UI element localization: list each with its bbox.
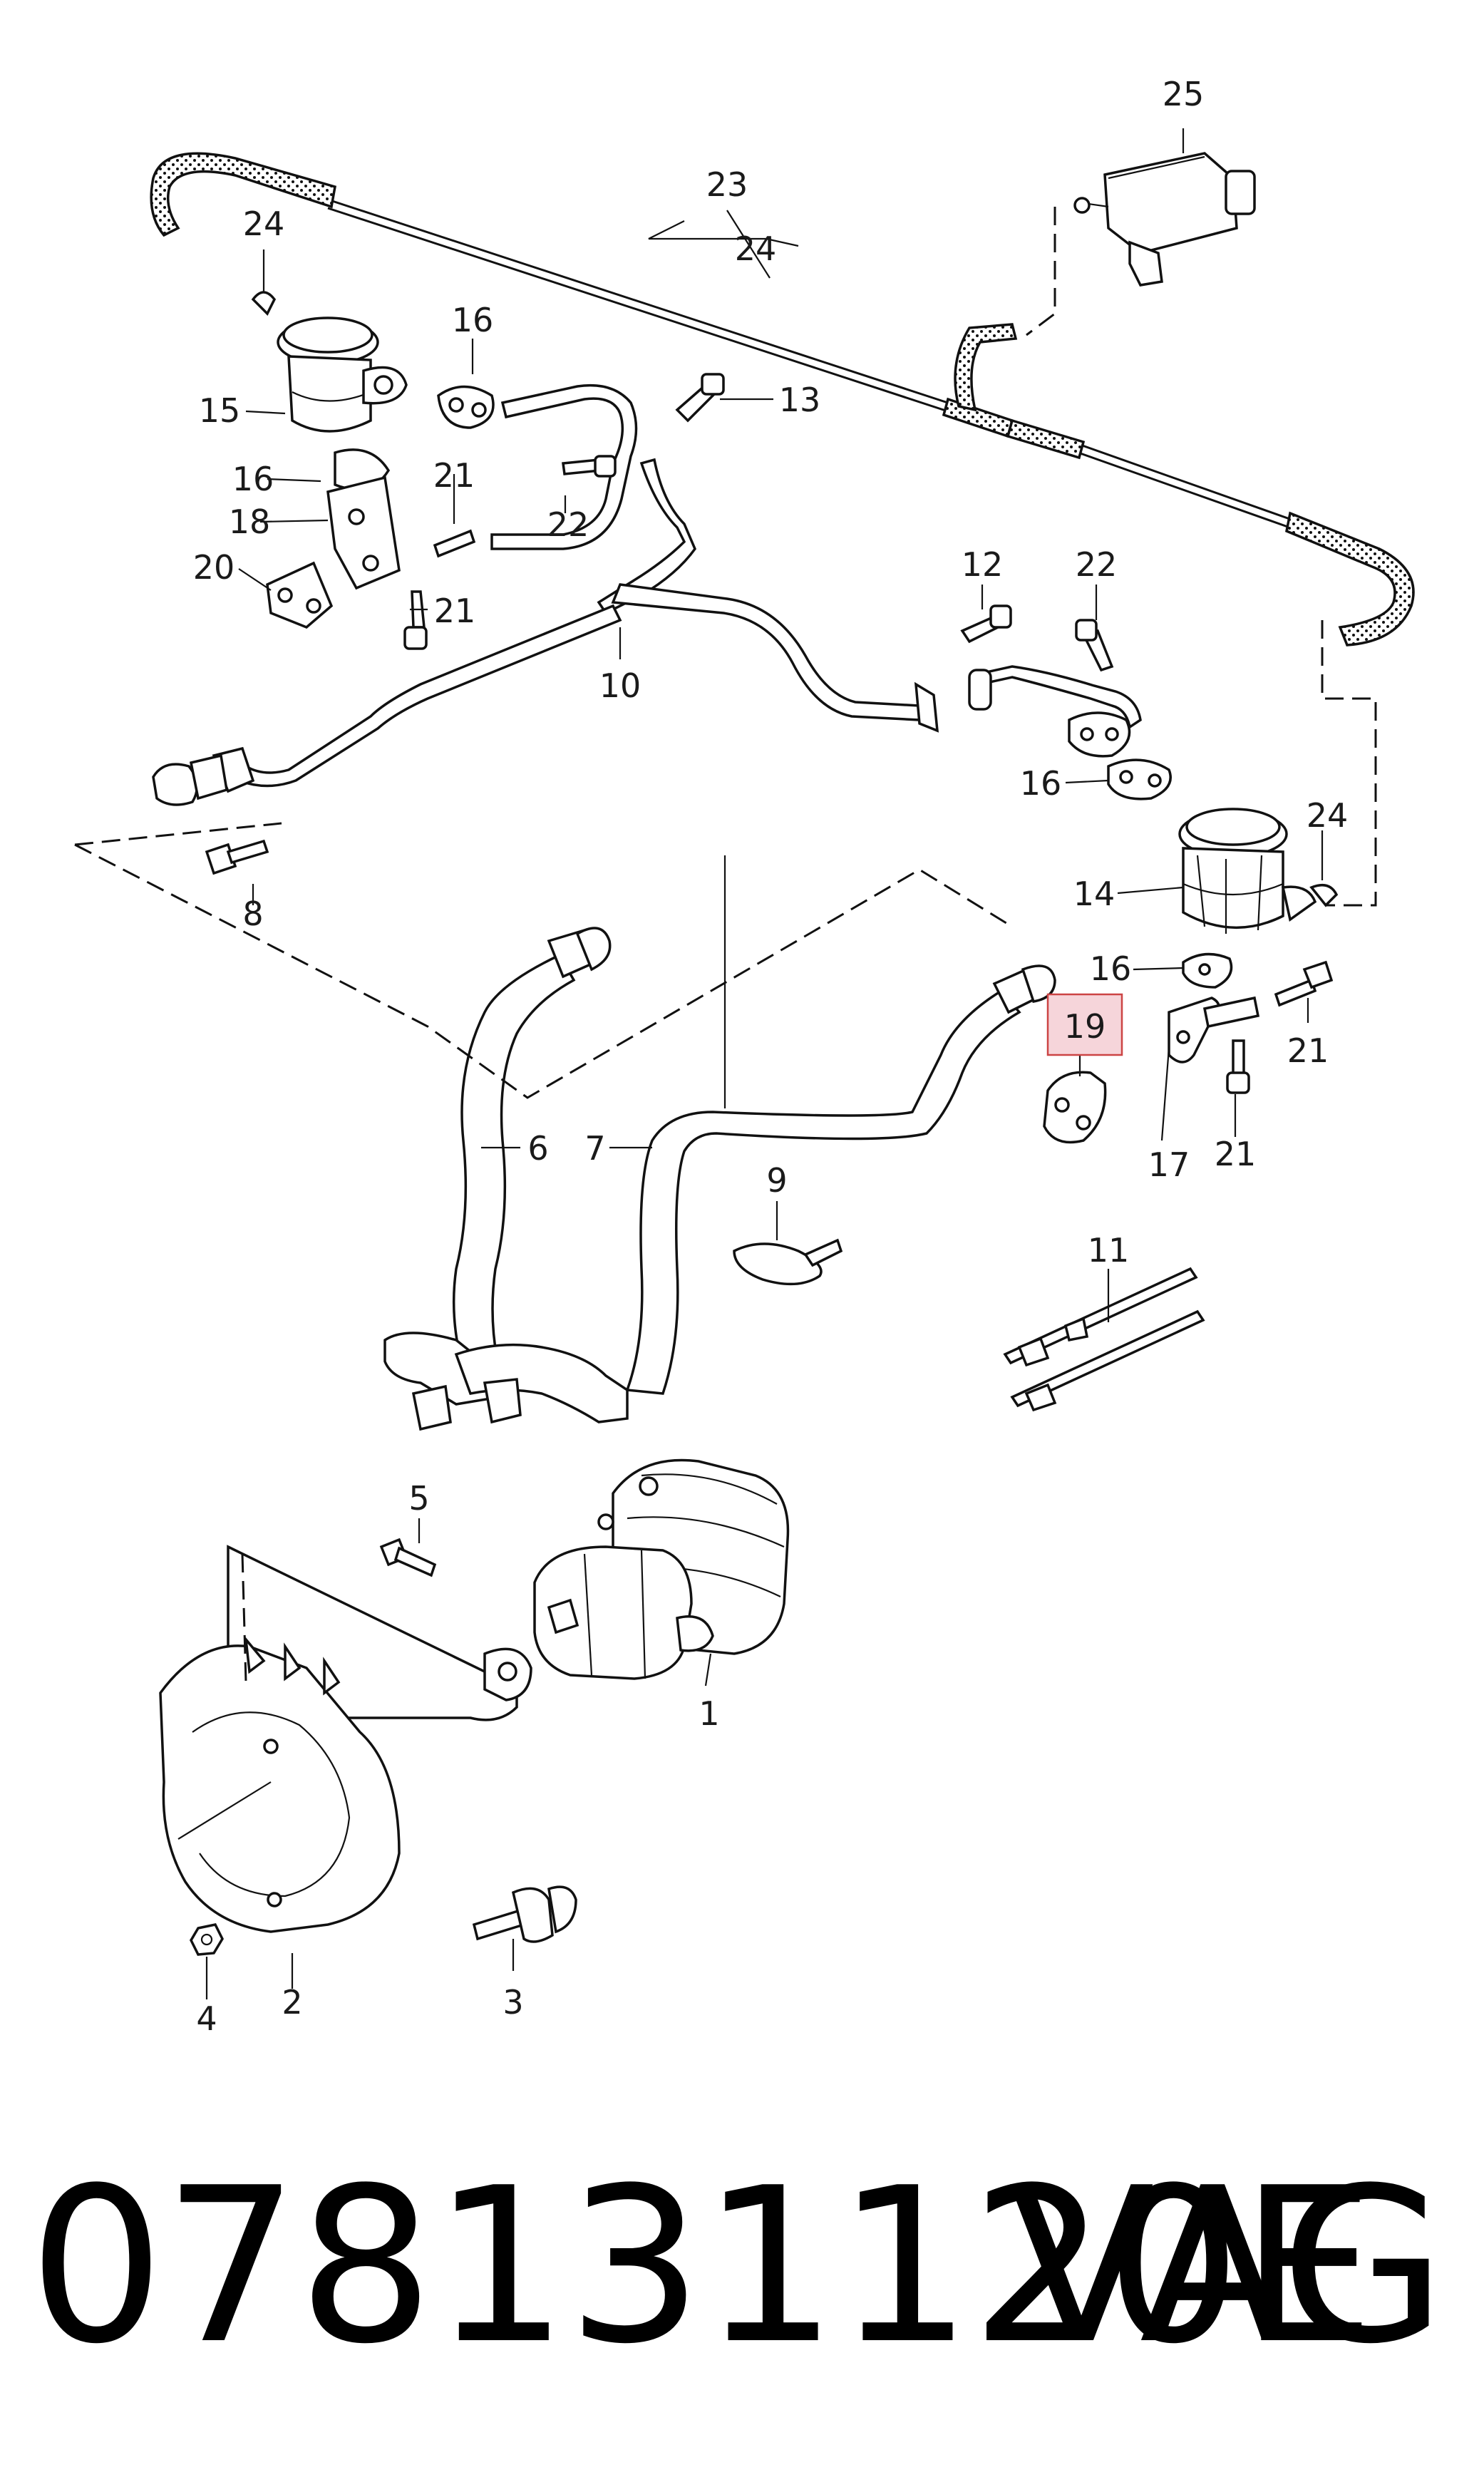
leader-lines <box>177 128 1324 1999</box>
solenoid-valve-25 <box>1026 152 1256 336</box>
callout-20: 20 <box>193 548 235 587</box>
callout-6: 6 <box>527 1129 548 1168</box>
callout-16-top: 16 <box>452 301 494 339</box>
callout-19: 19 <box>1064 1007 1106 1046</box>
callout-21-left-top: 21 <box>433 456 475 495</box>
hoses-6-7 <box>383 927 1056 1431</box>
callout-24-left: 24 <box>243 205 285 243</box>
callout-23: 23 <box>706 165 748 204</box>
callout-21-right-bottom: 21 <box>1215 1135 1257 1173</box>
callout-7: 7 <box>584 1129 605 1168</box>
callout-4: 4 <box>196 1999 217 2038</box>
callout-16-right-top: 16 <box>1020 764 1062 803</box>
callout-17: 17 <box>1148 1145 1190 1184</box>
callout-11: 11 <box>1088 1231 1130 1270</box>
callout-21-right-top: 21 <box>1287 1031 1329 1070</box>
callout-2: 2 <box>282 1983 302 2022</box>
callout-12: 12 <box>962 545 1004 584</box>
callout-15: 15 <box>199 391 241 430</box>
callout-18: 18 <box>229 503 271 541</box>
callout-1: 1 <box>699 1694 719 1733</box>
combination-valve-left <box>251 291 476 650</box>
dashed-leader-right <box>1321 620 1377 907</box>
callout-5: 5 <box>408 1479 429 1518</box>
callout-24-right: 24 <box>1307 796 1349 835</box>
small-parts <box>190 373 1205 1956</box>
callout-16-left: 16 <box>232 460 274 498</box>
gasket-16-top <box>437 385 495 429</box>
brand-name: VAG <box>1008 2142 1446 2391</box>
footer: 078131120E VAG <box>0 2138 1484 2424</box>
callout-16-right-bottom: 16 <box>1090 949 1132 988</box>
callout-21-left-bottom: 21 <box>434 592 476 630</box>
callout-labels: 25 23 24 24 16 15 13 16 21 18 22 20 12 2… <box>193 75 1349 2038</box>
callout-14: 14 <box>1073 875 1115 913</box>
callout-8: 8 <box>242 895 263 933</box>
callout-25: 25 <box>1163 75 1205 113</box>
callout-13: 13 <box>779 381 821 419</box>
callout-24-top: 24 <box>735 230 777 268</box>
vacuum-line-23 <box>150 152 1415 647</box>
callout-9: 9 <box>766 1161 787 1200</box>
part-number: 078131120E <box>29 2142 1375 2391</box>
secondary-air-pump-1 <box>533 1458 790 1680</box>
callout-22-right: 22 <box>1076 545 1118 584</box>
dashed-boundary <box>74 822 1013 1099</box>
parts-diagram: 25 23 24 24 16 15 13 16 21 18 22 20 12 2… <box>74 75 1415 2038</box>
callout-19-highlight <box>1046 993 1123 1056</box>
combination-valve-right <box>1043 619 1339 1144</box>
callout-3: 3 <box>503 1983 523 2022</box>
pipe-10 <box>152 383 1142 806</box>
bracket-2 <box>159 1545 532 1933</box>
callout-22-left: 22 <box>547 505 589 544</box>
callout-10: 10 <box>599 666 641 705</box>
